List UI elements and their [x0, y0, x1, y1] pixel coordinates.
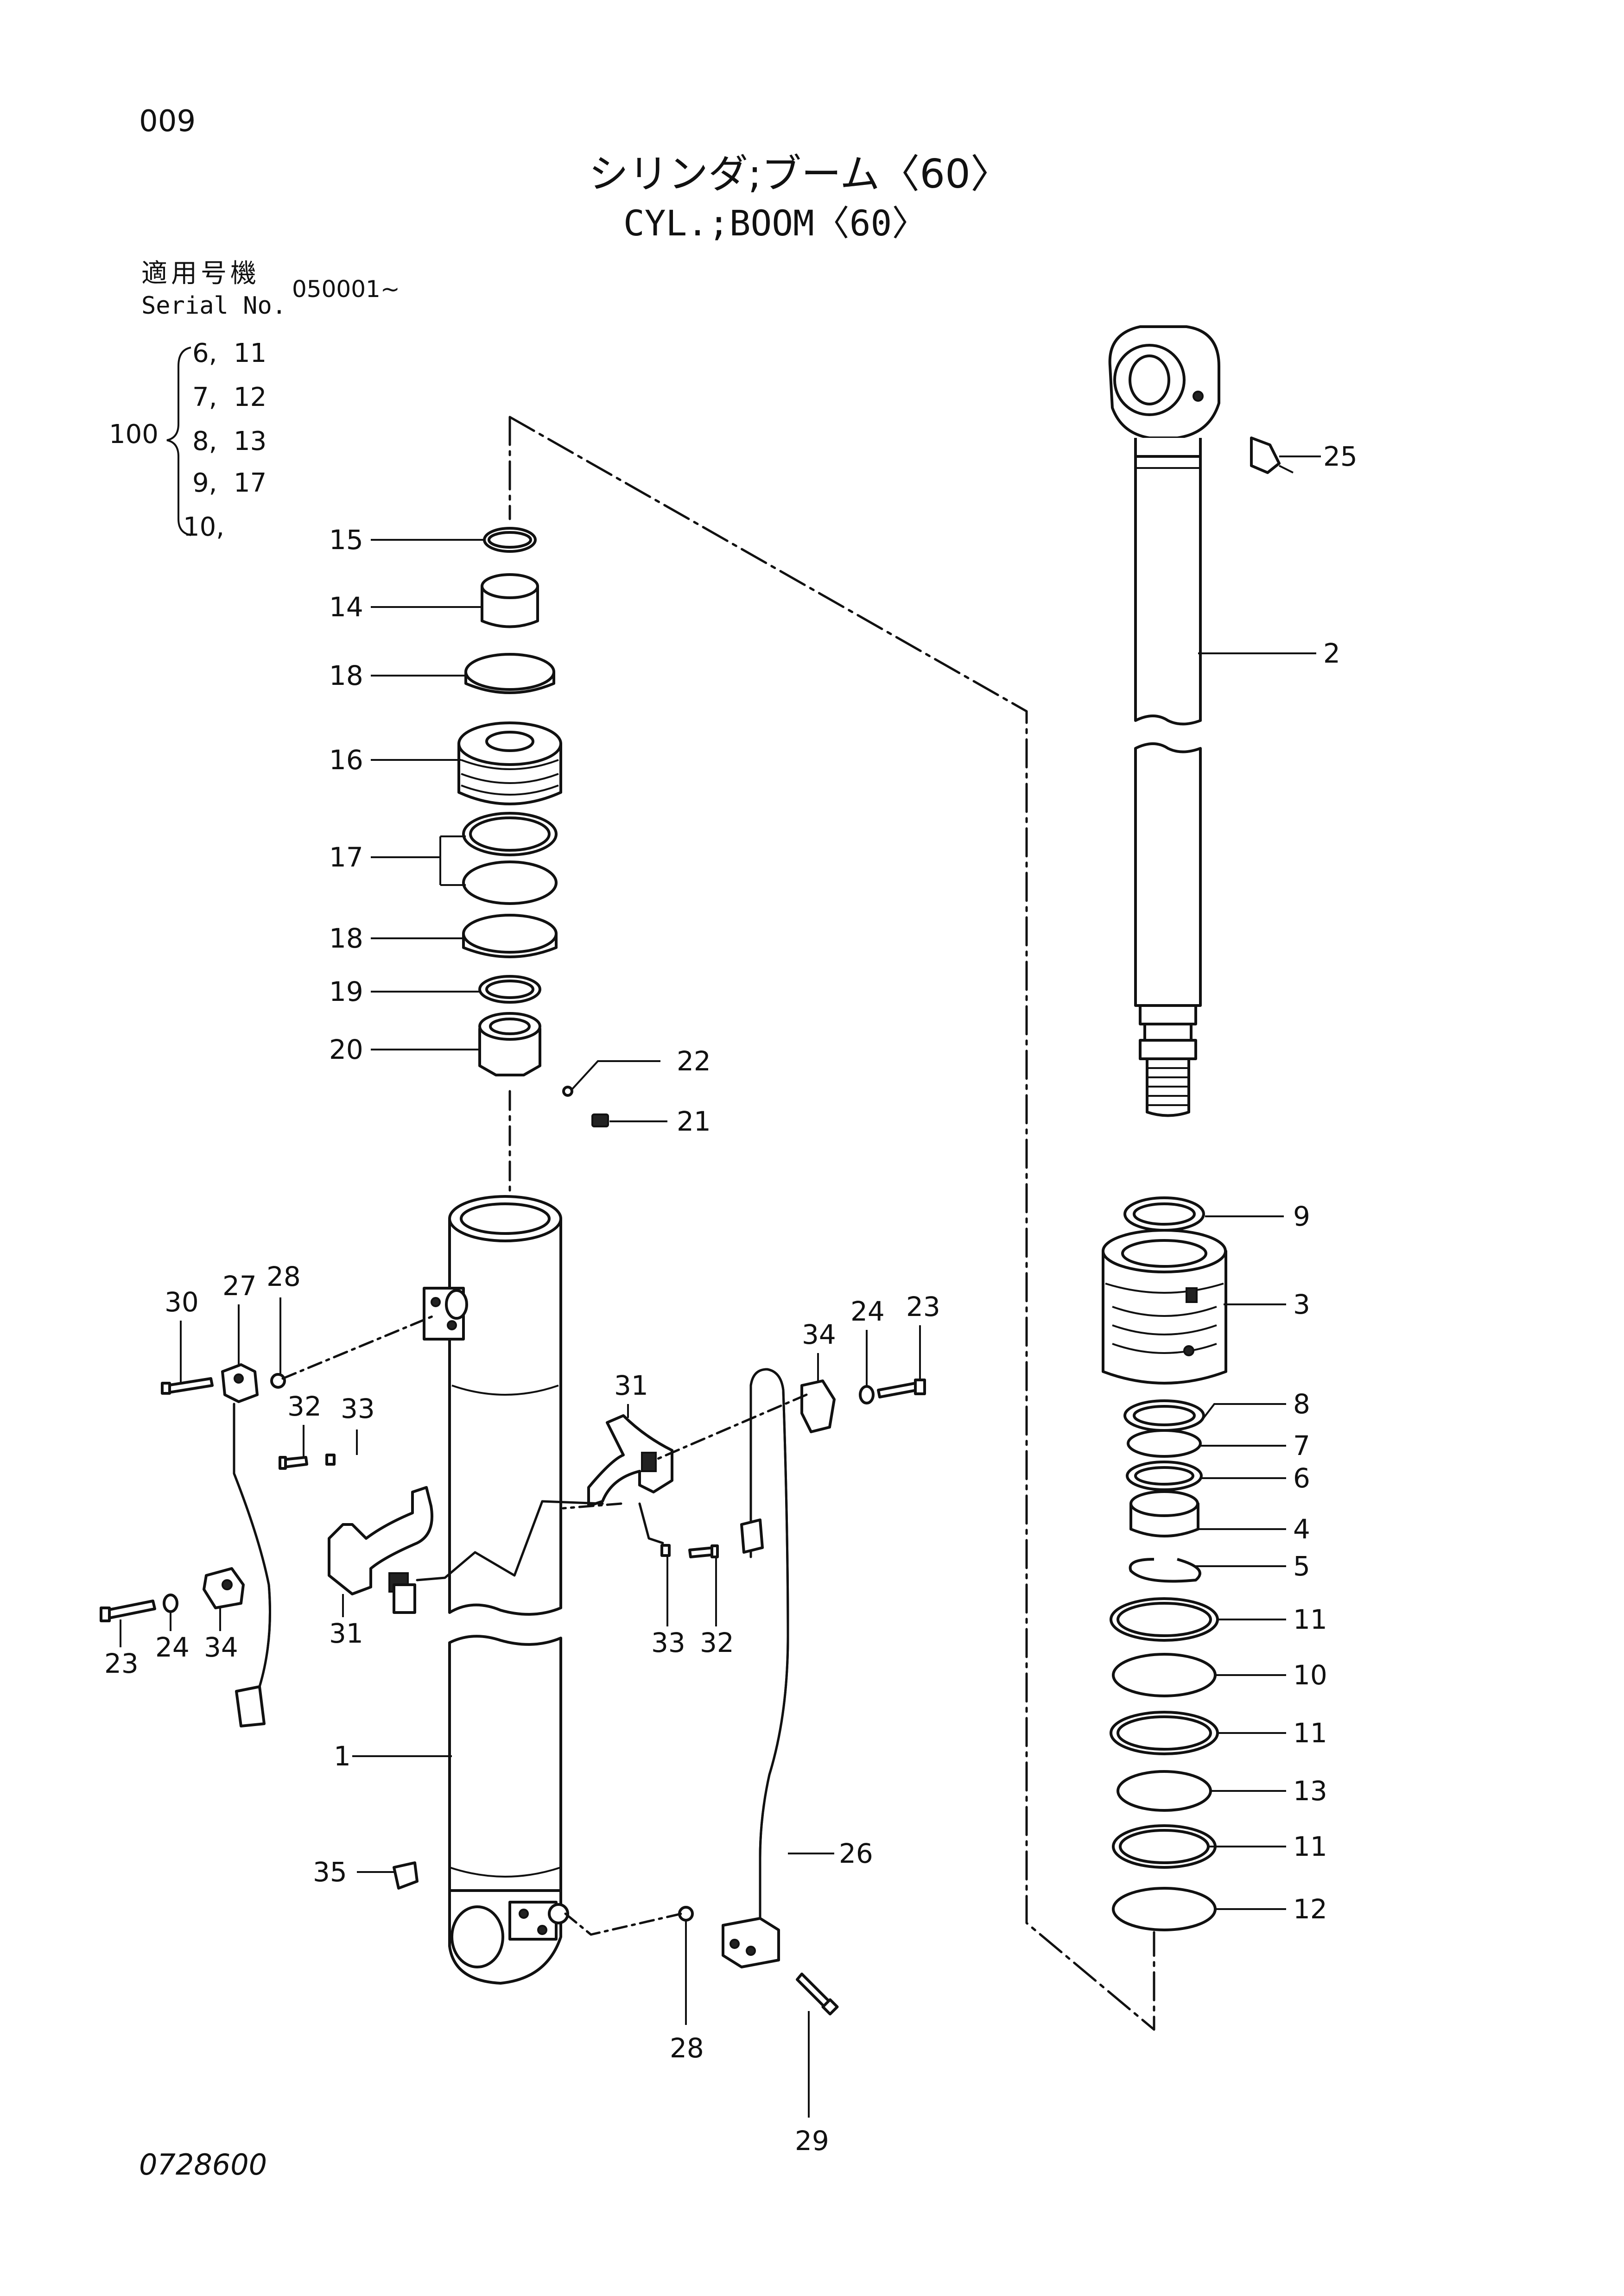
cylinder-head-parts [457, 527, 609, 1197]
callout-6: 6 [1293, 1462, 1310, 1494]
callout-2: 2 [1323, 638, 1340, 669]
callout-32: 32 [700, 1627, 734, 1658]
callout-23: 23 [104, 1648, 139, 1679]
callout-26: 26 [839, 1838, 873, 1869]
title-english: CYL.;BOOM〈60〉 [623, 202, 927, 244]
callout-17: 17 [329, 841, 363, 873]
rod-assembly [1108, 325, 1294, 1117]
callout-27: 27 [222, 1270, 257, 1302]
clamp-band-lower [328, 1486, 433, 1614]
callout-35: 35 [313, 1856, 347, 1888]
callout-33: 33 [651, 1627, 685, 1658]
kit-row: 7, 12 [192, 382, 267, 412]
callout-8: 8 [1293, 1388, 1310, 1420]
callout-25: 25 [1323, 441, 1358, 472]
kit-row: 6, 11 [192, 338, 267, 368]
callout-31: 31 [329, 1618, 363, 1649]
pipe-right [660, 1368, 926, 2016]
cylinder-tube [393, 1195, 569, 1985]
kit-row: 8, 13 [192, 426, 267, 456]
callout-21: 21 [677, 1106, 711, 1137]
serial-value: 050001~ [292, 276, 400, 303]
callout-13: 13 [1293, 1775, 1327, 1807]
assembly-centre-lines [281, 1315, 808, 1936]
piston-parts [1102, 1196, 1227, 1931]
callout-4: 4 [1293, 1513, 1310, 1545]
callout-15: 15 [329, 524, 363, 556]
callout-20: 20 [329, 1034, 363, 1065]
kit-row: 10, [183, 512, 225, 542]
callout-30: 30 [165, 1286, 199, 1318]
callout-18: 18 [329, 660, 363, 691]
callout-1: 1 [334, 1740, 351, 1772]
callout-5: 5 [1293, 1550, 1310, 1582]
callout-28: 28 [670, 2032, 704, 2064]
callout-11: 11 [1293, 1831, 1327, 1862]
leader-lines [120, 455, 1321, 2118]
page-number: 009 [139, 104, 196, 139]
callout-24: 24 [155, 1632, 190, 1663]
callout-31: 31 [614, 1370, 648, 1401]
callout-32: 32 [287, 1391, 322, 1422]
callout-9: 9 [1293, 1201, 1310, 1232]
callout-7: 7 [1293, 1430, 1310, 1461]
callout-11: 11 [1293, 1604, 1327, 1635]
callout-34: 34 [802, 1319, 836, 1350]
title-japanese: シリンダ;ブーム〈60〉 [589, 151, 1010, 197]
callout-33: 33 [341, 1393, 375, 1424]
callout-14: 14 [329, 591, 363, 623]
serial-label-english: Serial No. [141, 292, 287, 320]
callout-28: 28 [266, 1261, 301, 1292]
drawing-number: 0728600 [139, 2148, 267, 2182]
pipe-left [100, 1363, 336, 1727]
callout-16: 16 [329, 744, 363, 776]
kit-row: 9, 17 [192, 468, 267, 498]
callout-19: 19 [329, 976, 363, 1007]
callout-23: 23 [906, 1291, 940, 1322]
callout-10: 10 [1293, 1659, 1327, 1691]
callout-labels: 25 2 15 14 18 16 17 18 19 20 22 21 9 3 8… [104, 441, 1358, 2157]
callout-12: 12 [1293, 1893, 1327, 1925]
serial-label-japanese: 適用号機 [141, 259, 260, 289]
kit-brace [166, 347, 191, 536]
callout-22: 22 [677, 1045, 711, 1077]
callout-11: 11 [1293, 1717, 1327, 1749]
callout-34: 34 [204, 1632, 238, 1663]
assembly-path-line [508, 416, 1155, 2031]
callout-3: 3 [1293, 1289, 1310, 1320]
callout-29: 29 [795, 2125, 829, 2157]
clamp-band-upper [587, 1414, 673, 1507]
callout-24: 24 [850, 1296, 885, 1327]
callout-18: 18 [329, 923, 363, 954]
kit-number: 100 [109, 419, 159, 449]
